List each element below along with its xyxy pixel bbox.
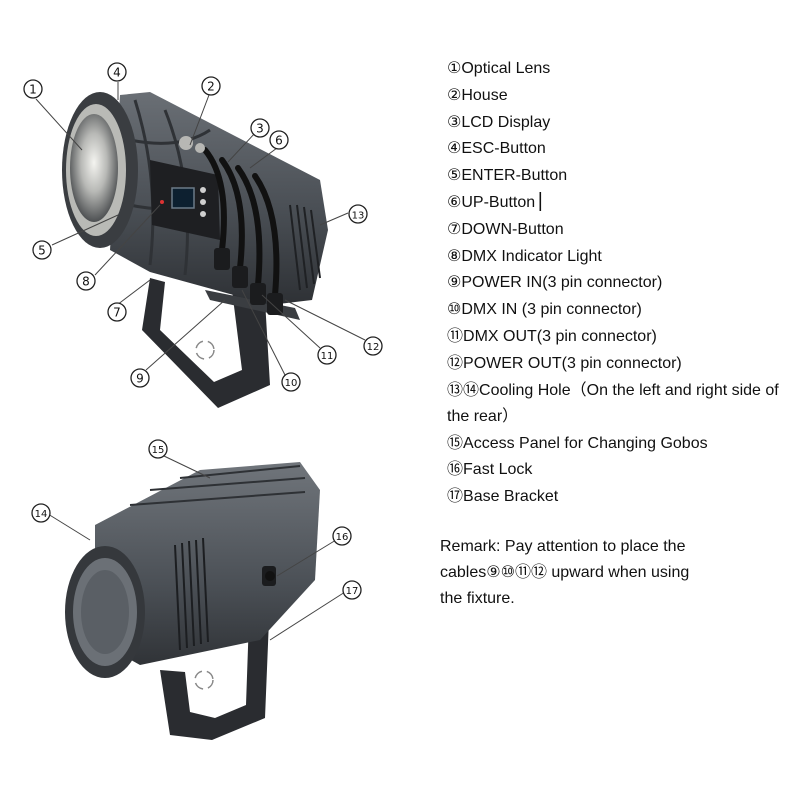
svg-text:15: 15 [152,445,165,456]
svg-text:2: 2 [207,80,215,94]
marker-4: 4 [107,62,127,82]
svg-text:11: 11 [321,351,334,362]
svg-text:14: 14 [35,509,48,520]
marker-5: 5 [32,240,52,260]
svg-text:17: 17 [346,586,359,597]
svg-text:3: 3 [256,122,264,136]
svg-text:1: 1 [29,83,37,97]
svg-text:8: 8 [82,275,90,289]
marker-17: 17 [342,580,362,600]
control-panel [150,160,220,240]
legend-item-up-button: ⑥UP-Button ▏ [447,193,552,211]
optical-lens [70,114,118,222]
marker-1: 1 [23,79,43,99]
svg-text:7: 7 [113,306,121,320]
legend-item-fast-lock: ⑯Fast Lock [447,461,533,479]
marker-8: 8 [76,271,96,291]
marker-14: 14 [31,503,51,523]
remark-line-1: Remark: Pay attention to place the [440,538,686,555]
remark-line-3: the fixture. [440,590,515,607]
legend-item-power-out: ⑫POWER OUT(3 pin connector) [447,354,682,372]
marker-7: 7 [107,302,127,322]
legend-item-esc-button: ④ESC-Button [447,140,546,158]
svg-text:4: 4 [113,66,121,80]
svg-text:5: 5 [38,244,46,258]
legend-item-dmx-indicator: ⑧DMX Indicator Light [447,247,602,265]
cables [202,147,280,298]
number-markers: 1 4 2 3 6 13 5 8 7 9 10 11 12 15 14 16 1… [23,62,383,600]
marker-9: 9 [130,368,150,388]
legend-item-dmx-out: ⑪DMX OUT(3 pin connector) [447,327,657,345]
remark-line-2: cables⑨⑩⑪⑫ upward when using [440,564,690,581]
top-fixture [62,92,328,408]
legend-item-enter-button: ⑤ENTER-Button [447,167,568,185]
legend-item-down-button: ⑦DOWN-Button [447,220,564,238]
marker-11: 11 [317,345,337,365]
cooling-hole-side [174,537,209,651]
svg-text:9: 9 [136,372,144,386]
bottom-fixture [65,462,320,740]
svg-text:13: 13 [352,211,365,222]
callout-lines [35,82,366,641]
remark-note: Remark: Pay attention to place the cable… [440,534,740,612]
base-bracket-bottom [160,590,270,740]
legend-item-lcd-display: ③LCD Display [447,113,551,131]
svg-text:6: 6 [275,134,283,148]
svg-text:16: 16 [336,532,349,543]
legend-item-cooling-hole: ⑬⑭Cooling Hole（On the left and right sid… [447,381,779,426]
marker-12: 12 [363,336,383,356]
legend-item-base-bracket: ⑰Base Bracket [447,488,559,506]
marker-2: 2 [201,76,221,96]
marker-13: 13 [348,204,368,224]
legend-item-house: ②House [447,86,508,104]
legend-item-optical-lens: ①Optical Lens [447,60,551,77]
marker-6: 6 [269,130,289,150]
marker-15: 15 [148,439,168,459]
svg-text:12: 12 [367,342,380,353]
legend-item-access-panel: ⑮Access Panel for Changing Gobos [447,434,708,452]
svg-text:10: 10 [285,378,298,389]
fast-lock [262,566,276,586]
parts-legend: ①Optical Lens ②House ③LCD Display ④ESC-B… [447,56,797,511]
marker-10: 10 [281,372,301,392]
legend-item-dmx-in: ⑩DMX IN (3 pin connector) [447,301,642,319]
marker-16: 16 [332,526,352,546]
lcd-display [171,187,195,209]
legend-item-power-in: ⑨POWER IN(3 pin connector) [447,274,663,292]
cooling-hole-rear [289,204,321,291]
marker-3: 3 [250,118,270,138]
